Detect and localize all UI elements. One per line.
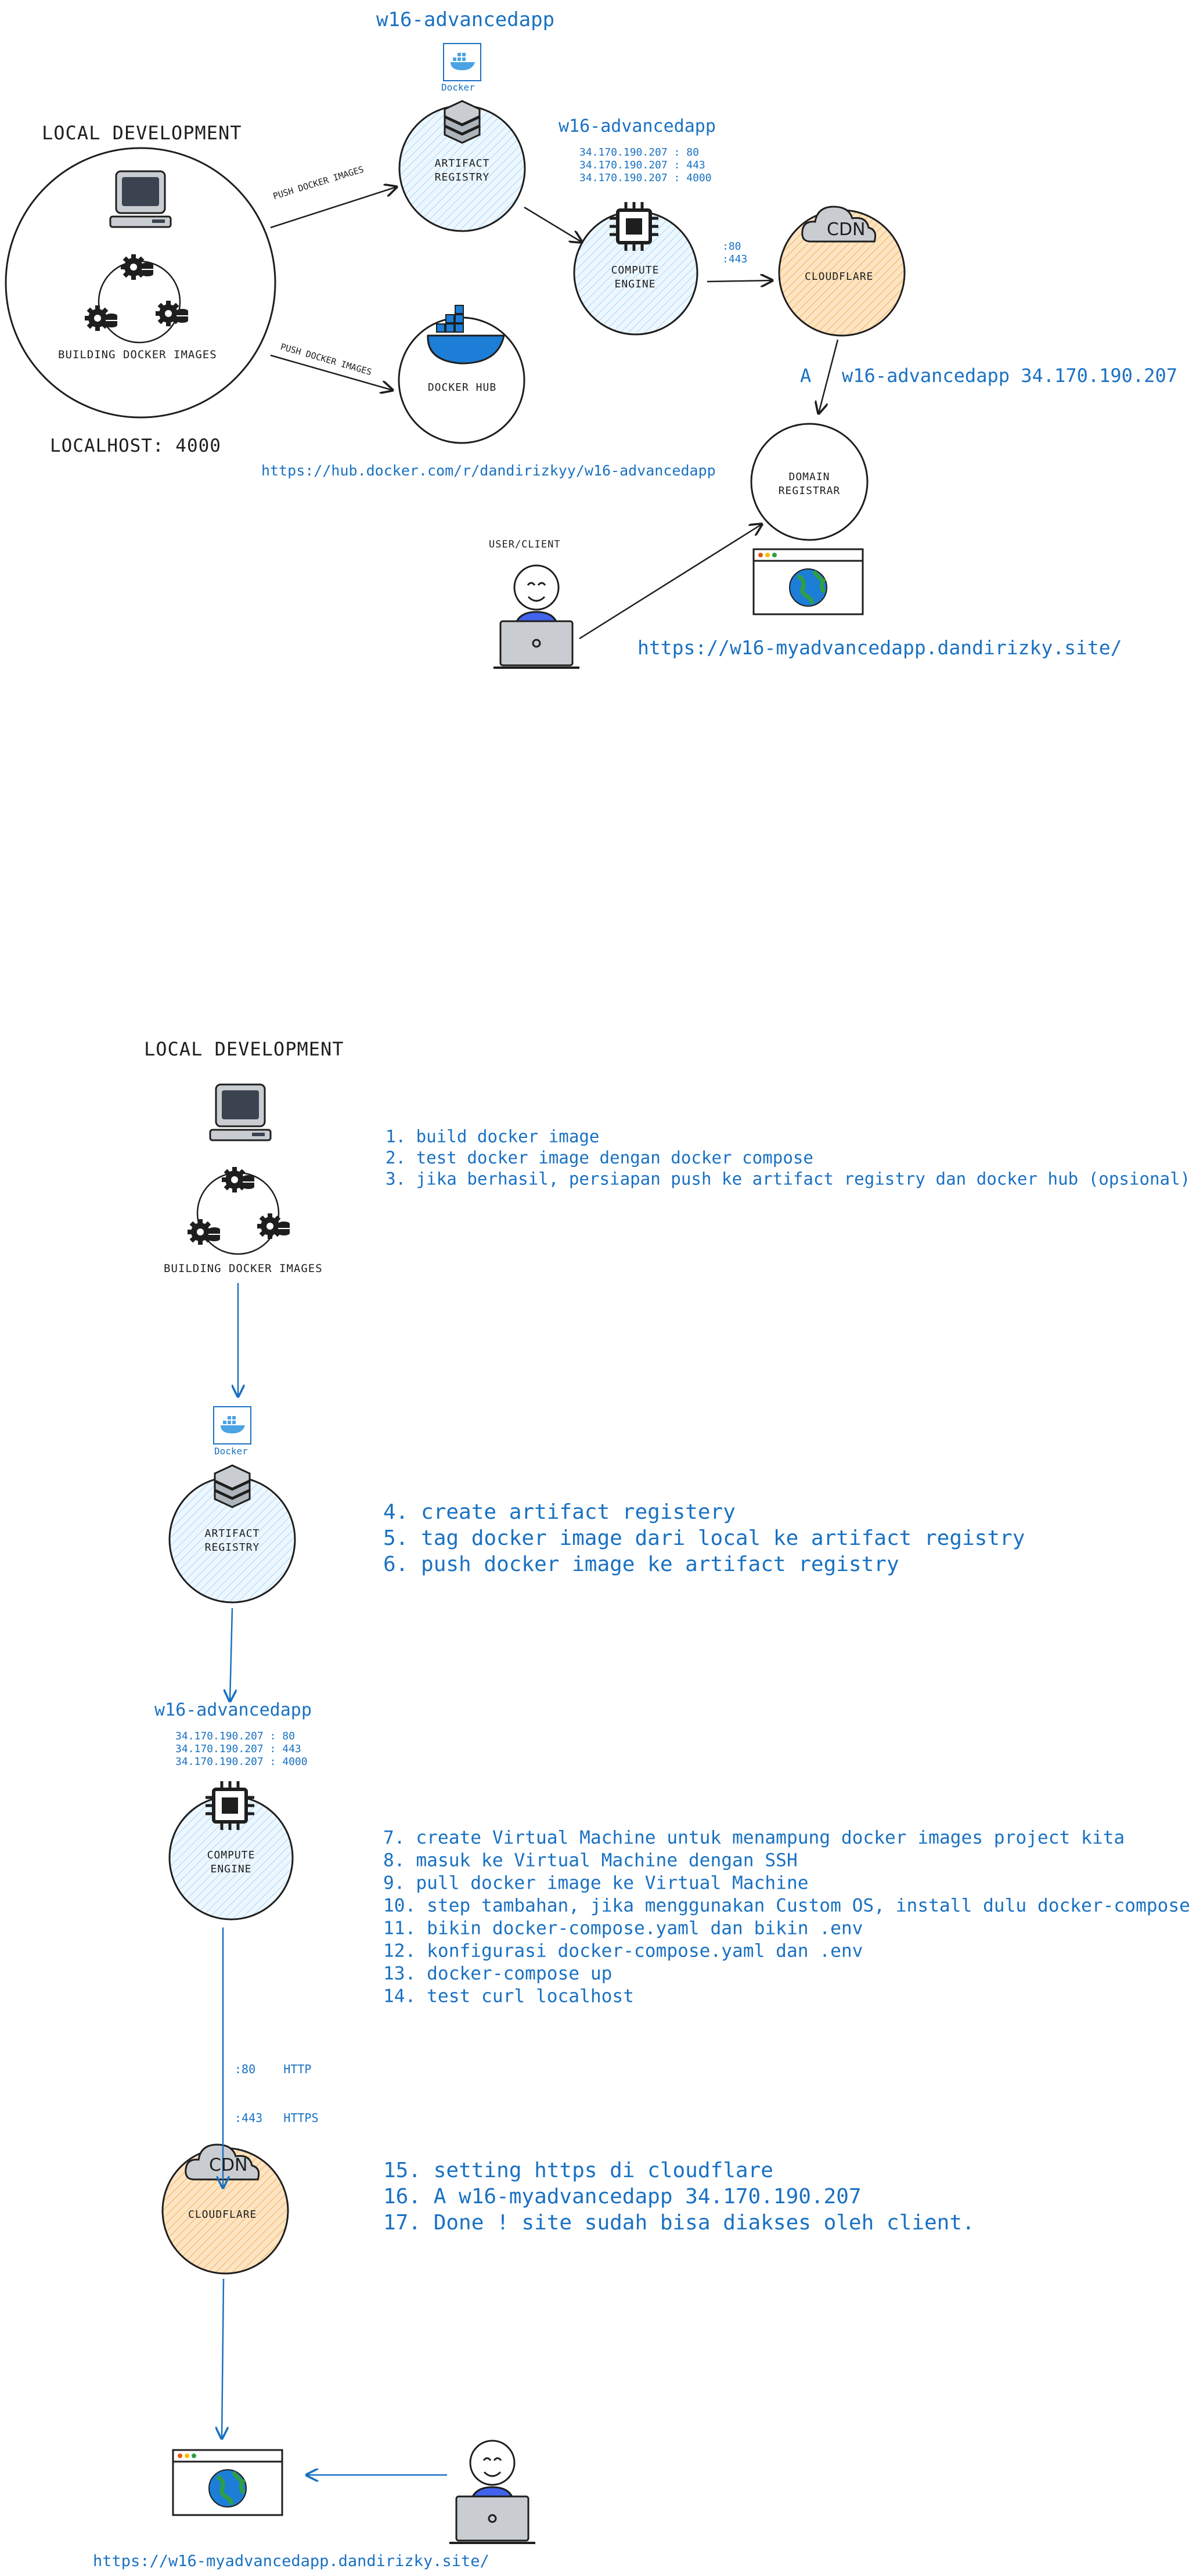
- site-url: https://w16-myadvancedapp.dandirizky.sit…: [637, 636, 1122, 659]
- project-title: w16-advancedapp: [376, 8, 555, 31]
- http-ports: :80 HTTP :443 HTTPS: [235, 2029, 319, 2142]
- docker-hub-url: https://hub.docker.com/r/dandirizkyy/w16…: [261, 462, 716, 479]
- port-80-http: :80 HTTP: [235, 2062, 312, 2076]
- step-12: 12. konfigurasi docker-compose.yaml dan …: [383, 1940, 863, 1962]
- compute-port-4000: 34.170.190.207 : 4000: [175, 1756, 308, 1768]
- a-record-letter: A: [800, 365, 812, 387]
- user-laptop-icon: [448, 2440, 536, 2544]
- browser-window-icon: [173, 2450, 282, 2515]
- browser-window-icon: [754, 549, 863, 614]
- compute-port-443: 34.170.190.207 : 443: [175, 1743, 301, 1755]
- arrow-compute-to-cloudflare: [707, 280, 772, 282]
- bottom-diagram: [161, 1083, 536, 2544]
- port-443: :443: [722, 253, 748, 265]
- step-10: 10. step tambahan, jika menggunakan Cust…: [383, 1895, 1190, 1916]
- domain-registrar-circle: [750, 423, 869, 541]
- compute-title: w16-advancedapp: [154, 1700, 312, 1720]
- compute-ports: 34.170.190.207 : 80 34.170.190.207 : 443…: [579, 146, 712, 185]
- building-label: BUILDING DOCKER IMAGES: [164, 1262, 323, 1275]
- steps-group-1: 1. build docker image 2. test docker ima…: [386, 1126, 1190, 1190]
- domain-registrar-label: DOMAIN REGISTRAR: [778, 471, 841, 497]
- compute-engine-label: COMPUTE ENGINE: [611, 264, 660, 290]
- artifact-registry-label: ARTIFACT REGISTRY: [434, 157, 490, 183]
- compute-port-4000: 34.170.190.207 : 4000: [579, 172, 712, 184]
- compute-port-80: 34.170.190.207 : 80: [579, 146, 699, 158]
- docker-logo-text: Docker: [441, 82, 475, 93]
- arrow-user-to-registrar: [579, 524, 762, 640]
- step-9: 9. pull docker image ke Virtual Machine: [383, 1872, 809, 1894]
- cdn-label: CDN: [209, 2155, 248, 2175]
- step-8: 8. masuk ke Virtual Machine dengan SSH: [383, 1850, 798, 1871]
- step-4: 4. create artifact registery: [383, 1500, 736, 1524]
- port-80: :80: [722, 240, 741, 253]
- step-6: 6. push docker image ke artifact registr…: [383, 1552, 899, 1576]
- step-7: 7. create Virtual Machine untuk menampun…: [383, 1827, 1125, 1849]
- port-443-https: :443 HTTPS: [235, 2111, 319, 2125]
- user-client-label: USER/CLIENT: [489, 539, 561, 550]
- step-17: 17. Done ! site sudah bisa diakses oleh …: [383, 2211, 975, 2235]
- step-14: 14. test curl localhost: [383, 1986, 634, 2007]
- compute-port-443: 34.170.190.207 : 443: [579, 159, 705, 171]
- docker-icon: [443, 43, 481, 81]
- local-development-circle: [5, 147, 276, 419]
- arrow-cloudflare-to-browser: [222, 2278, 224, 2438]
- compute-port-80: 34.170.190.207 : 80: [175, 1730, 295, 1742]
- localhost-label: LOCALHOST: 4000: [50, 435, 221, 456]
- step-16: 16. A w16-myadvancedapp 34.170.190.207: [383, 2185, 862, 2208]
- arrow-cloudflare-to-registrar: [819, 339, 839, 413]
- site-url: https://w16-myadvancedapp.dandirizky.sit…: [93, 2552, 489, 2570]
- compute-ports: 34.170.190.207 : 80 34.170.190.207 : 443…: [175, 1730, 308, 1768]
- gear-icon: [187, 1219, 221, 1245]
- steps-group-4: 15. setting https di cloudflare 16. A w1…: [383, 2157, 975, 2236]
- cloudflare-ports: :80 :443: [722, 240, 747, 266]
- top-diagram: [5, 43, 906, 669]
- server-stack-icon: [444, 100, 481, 144]
- gear-icon: [221, 1166, 255, 1193]
- step-15: 15. setting https di cloudflare: [383, 2159, 773, 2182]
- docker-logo-text: Docker: [214, 1446, 248, 1457]
- arrow-artifact-to-compute: [230, 1608, 232, 1701]
- compute-title: w16-advancedapp: [559, 116, 716, 136]
- step-2: 2. test docker image dengan docker compo…: [386, 1148, 813, 1168]
- local-development-title: LOCAL DEVELOPMENT: [42, 122, 242, 144]
- cloudflare-label: CLOUDFLARE: [805, 271, 874, 283]
- steps-group-2: 4. create artifact registery 5. tag dock…: [383, 1499, 1025, 1577]
- cloudflare-label: CLOUDFLARE: [188, 2208, 257, 2221]
- docker-hub-label: DOCKER HUB: [427, 381, 497, 394]
- arrow-local-to-dockerhub: [270, 354, 392, 390]
- arrow-artifact-to-compute: [524, 206, 582, 242]
- building-label: BUILDING DOCKER IMAGES: [58, 348, 217, 361]
- computer-icon: [109, 170, 172, 228]
- cdn-label: CDN: [827, 219, 866, 240]
- artifact-registry-label: ARTIFACT REGISTRY: [204, 1527, 260, 1554]
- compute-engine-label: COMPUTE ENGINE: [207, 1849, 255, 1875]
- steps-group-3: 7. create Virtual Machine untuk menampun…: [383, 1826, 1190, 2008]
- arrow-local-to-artifact: [270, 187, 397, 229]
- docker-whale-icon: [427, 305, 505, 365]
- step-1: 1. build docker image: [386, 1127, 600, 1147]
- step-5: 5. tag docker image dari local ke artifa…: [383, 1526, 1025, 1550]
- server-stack-icon: [214, 1464, 251, 1508]
- user-laptop-icon: [492, 564, 581, 669]
- local-development-title: LOCAL DEVELOPMENT: [144, 1038, 344, 1060]
- step-3: 3. jika berhasil, persiapan push ke arti…: [386, 1169, 1191, 1189]
- computer-icon: [209, 1083, 272, 1141]
- a-record: w16-advancedapp 34.170.190.207: [842, 365, 1177, 387]
- step-11: 11. bikin docker-compose.yaml dan bikin …: [383, 1918, 863, 1939]
- docker-icon: [213, 1406, 251, 1444]
- gear-icon: [257, 1213, 290, 1240]
- step-13: 13. docker-compose up: [383, 1963, 613, 1984]
